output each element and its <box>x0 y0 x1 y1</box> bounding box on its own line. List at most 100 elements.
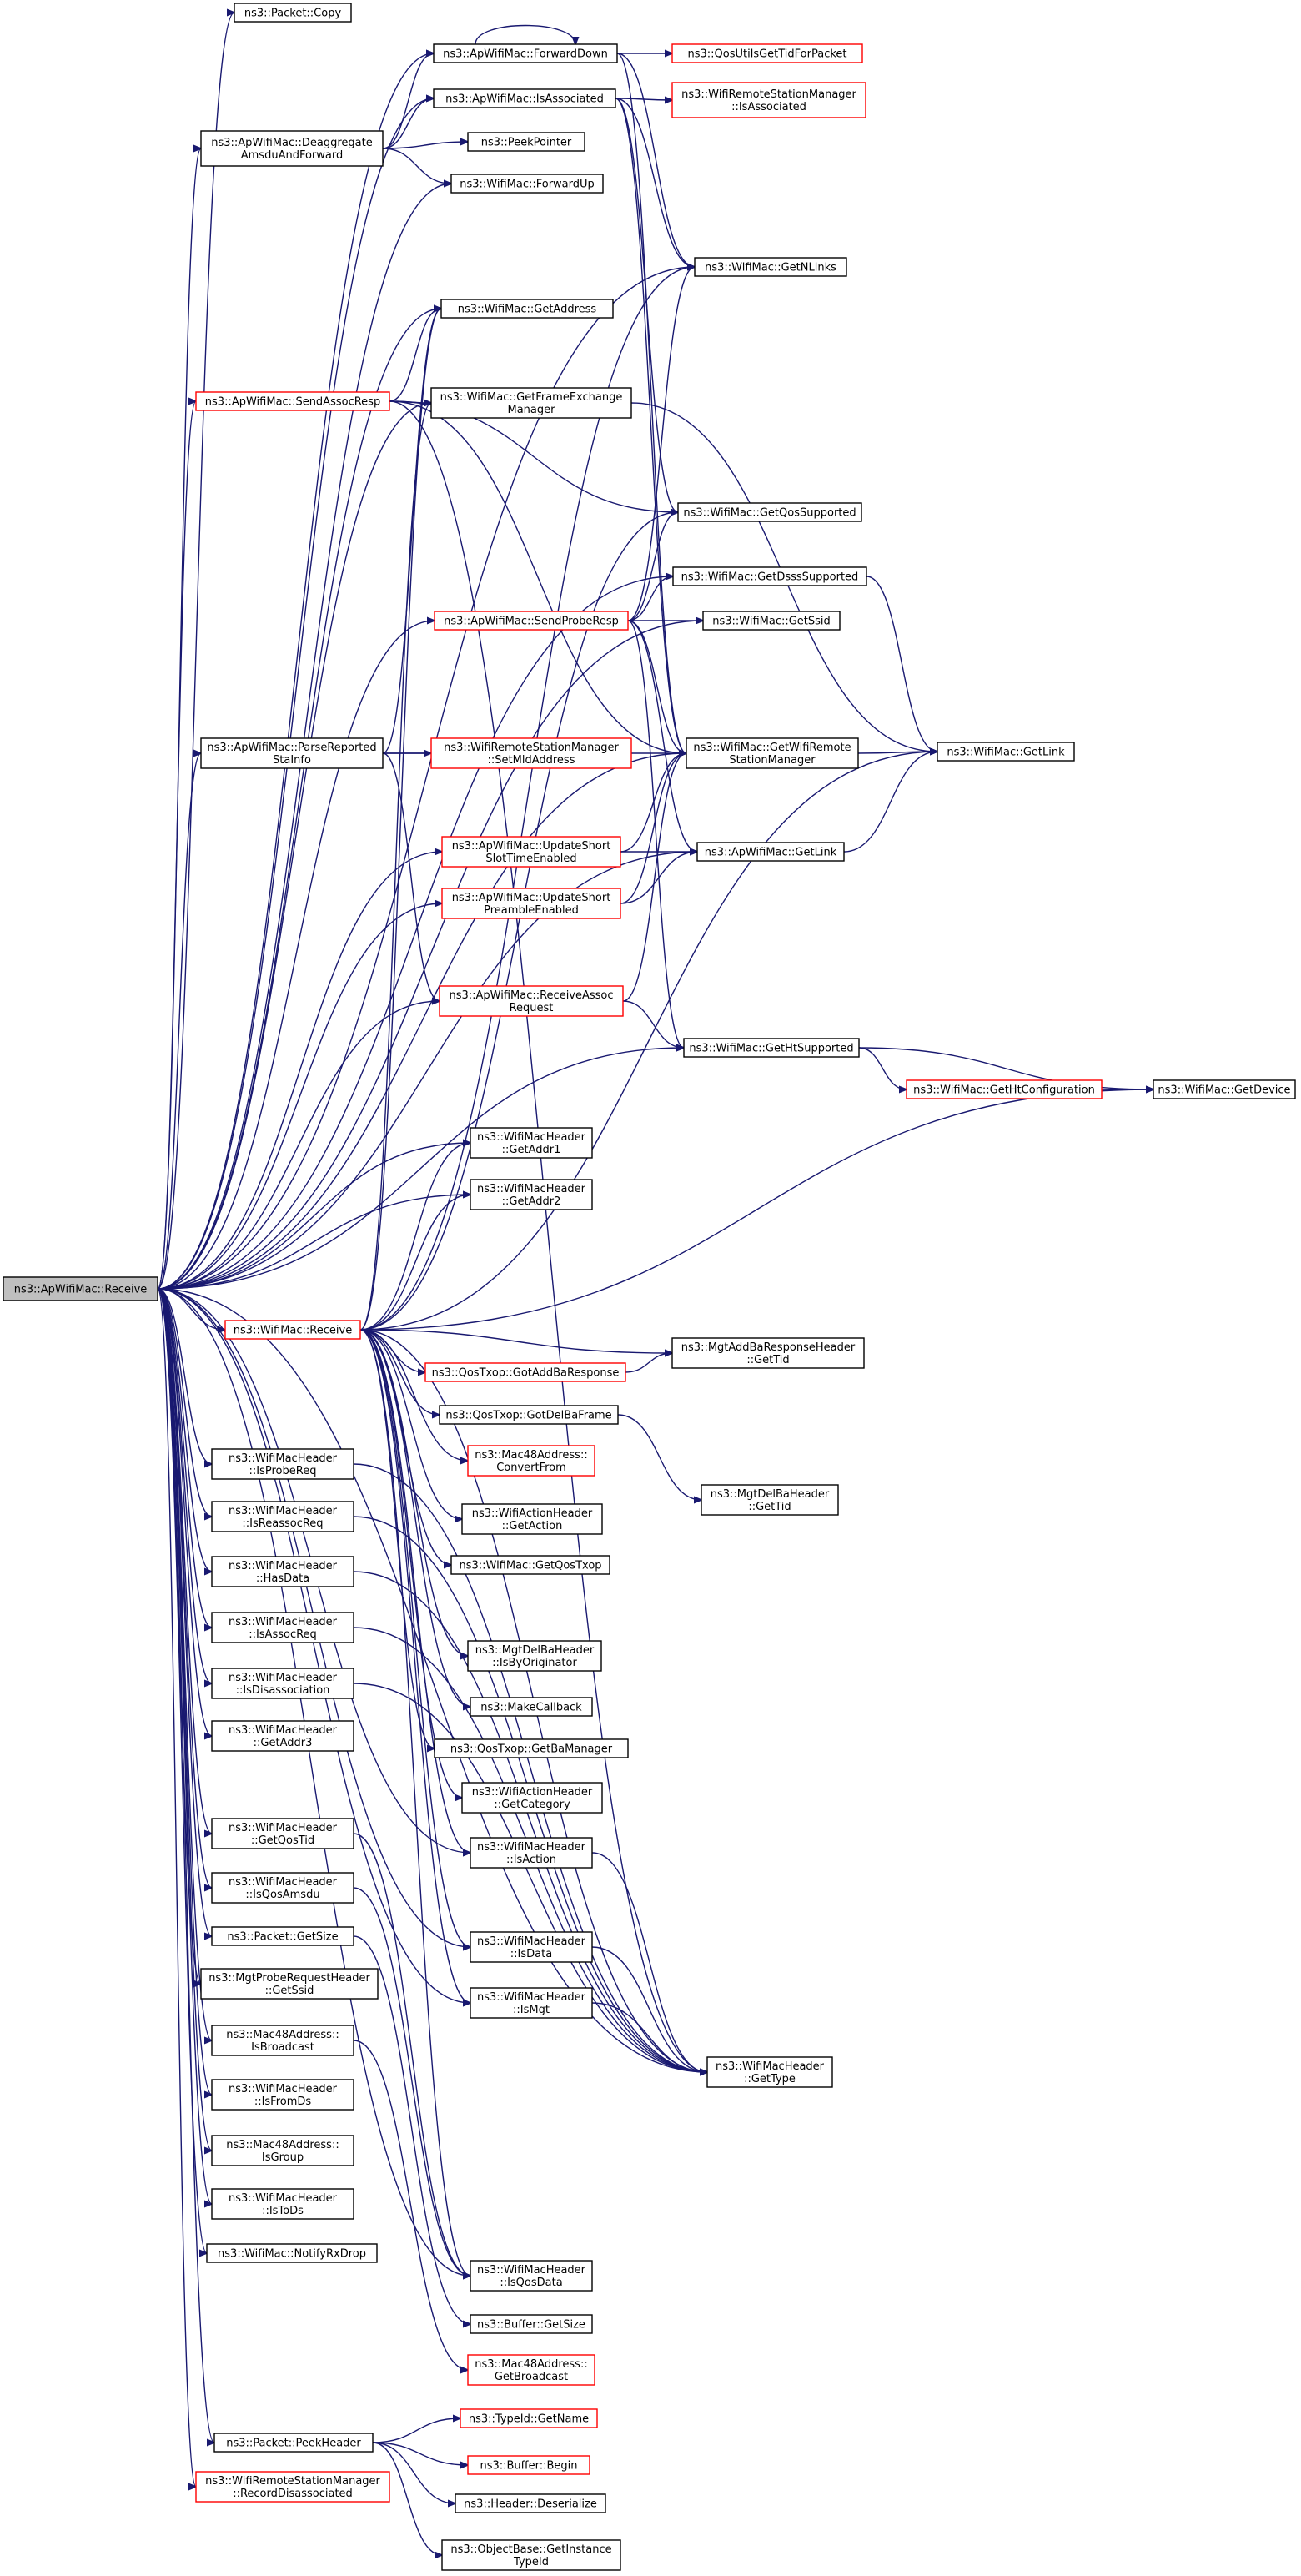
node-label: Manager <box>508 404 556 416</box>
node-is_disassociation[interactable]: ns3::WifiMacHeader::IsDisassociation <box>211 1668 354 1699</box>
edge-parse_reported-to-get_address <box>382 309 441 754</box>
node-peek_pointer[interactable]: ns3::PeekPointer <box>467 132 585 152</box>
edge-is_probe_req-to-get_type <box>353 1463 707 2072</box>
node-is_data[interactable]: ns3::WifiMacHeader::IsData <box>470 1931 593 1963</box>
node-label: ::IsData <box>510 1948 552 1960</box>
edge-wifimac_receive-to-is_mgt <box>359 1329 470 2003</box>
node-update_slot[interactable]: ns3::ApWifiMac::UpdateShortSlotTimeEnabl… <box>441 836 621 868</box>
node-get_broadcast[interactable]: ns3::Mac48Address::GetBroadcast <box>467 2354 595 2386</box>
node-label: ns3::ApWifiMac::IsAssociated <box>445 93 604 106</box>
node-send_assoc_resp[interactable]: ns3::ApWifiMac::SendAssocResp <box>195 391 390 411</box>
edge-receive_root-to-get_n_links <box>157 267 695 1290</box>
node-box <box>3 1276 158 1301</box>
node-action_get_action[interactable]: ns3::WifiActionHeader::GetAction <box>461 1503 603 1535</box>
node-get_addr1[interactable]: ns3::WifiMacHeader::GetAddr1 <box>470 1127 593 1159</box>
node-got_delba[interactable]: ns3::QosTxop::GotDelBaFrame <box>439 1405 619 1425</box>
node-buffer_begin[interactable]: ns3::Buffer::Begin <box>467 2455 590 2475</box>
node-wifimac_receive[interactable]: ns3::WifiMac::Receive <box>224 1320 361 1340</box>
node-is_to_ds[interactable]: ns3::WifiMacHeader::IsToDs <box>211 2188 354 2220</box>
node-box <box>211 1720 354 1752</box>
node-is_assoc_req[interactable]: ns3::WifiMacHeader::IsAssocReq <box>211 1612 354 1643</box>
node-packet_get_size[interactable]: ns3::Packet::GetSize <box>211 1926 354 1946</box>
node-has_data[interactable]: ns3::WifiMacHeader::HasData <box>211 1556 354 1587</box>
edge-deaggregate-to-forward_down <box>382 53 434 149</box>
node-box <box>450 1555 610 1575</box>
node-label: ::IsToDs <box>262 2205 304 2217</box>
node-is_reassoc_req[interactable]: ns3::WifiMacHeader::IsReassocReq <box>211 1501 354 1532</box>
node-box <box>470 1931 593 1963</box>
node-is_from_ds[interactable]: ns3::WifiMacHeader::IsFromDs <box>211 2079 354 2111</box>
node-send_probe_resp[interactable]: ns3::ApWifiMac::SendProbeResp <box>434 611 629 631</box>
node-get_category[interactable]: ns3::WifiActionHeader::GetCategory <box>461 1782 603 1814</box>
node-is_mgt[interactable]: ns3::WifiMacHeader::IsMgt <box>470 1987 593 2019</box>
node-label: ns3::WifiMacHeader <box>229 1452 338 1465</box>
node-get_type[interactable]: ns3::WifiMacHeader::GetType <box>706 2056 833 2088</box>
edge-wifimac_receive-to-get_addr1 <box>359 1143 470 1331</box>
node-is_group[interactable]: ns3::Mac48Address::IsGroup <box>211 2135 354 2166</box>
node-is_qos_data[interactable]: ns3::WifiMacHeader::IsQosData <box>470 2260 593 2292</box>
edge-receive_root-to-get_ht_supported <box>157 1048 684 1290</box>
node-label: ns3::ApWifiMac::Deaggregate <box>211 137 373 149</box>
node-typeid_get_name[interactable]: ns3::TypeId::GetName <box>460 2408 598 2428</box>
node-packet_copy[interactable]: ns3::Packet::Copy <box>234 3 352 23</box>
node-label: ns3::WifiRemoteStationManager <box>444 742 619 754</box>
node-get_address[interactable]: ns3::WifiMac::GetAddress <box>440 299 614 319</box>
node-label: ns3::Buffer::GetSize <box>477 2319 585 2332</box>
node-receive_root[interactable]: ns3::ApWifiMac::Receive <box>3 1276 158 1301</box>
node-ap_get_link[interactable]: ns3::ApWifiMac::GetLink <box>696 842 845 862</box>
node-addba_get_tid[interactable]: ns3::MgtAddBaResponseHeader::GetTid <box>671 1337 865 1369</box>
node-header_deserialize[interactable]: ns3::Header::Deserialize <box>455 2493 606 2513</box>
node-is_probe_req[interactable]: ns3::WifiMacHeader::IsProbeReq <box>211 1448 354 1480</box>
node-get_qos_tid[interactable]: ns3::WifiMacHeader::GetQosTid <box>211 1818 354 1849</box>
node-get_qos_supported[interactable]: ns3::WifiMac::GetQosSupported <box>677 502 862 522</box>
node-convert_from[interactable]: ns3::Mac48Address::ConvertFrom <box>467 1445 595 1477</box>
node-get_addr2[interactable]: ns3::WifiMacHeader::GetAddr2 <box>470 1179 593 1210</box>
node-wifimac_get_link[interactable]: ns3::WifiMac::GetLink <box>937 742 1075 762</box>
node-get_ba_manager[interactable]: ns3::QosTxop::GetBaManager <box>434 1738 629 1758</box>
node-label: ns3::WifiMac::GetWifiRemote <box>693 742 851 754</box>
edge-wifimac_receive-to-get_qos_supported <box>359 512 678 1331</box>
node-label: PreambleEnabled <box>484 904 579 917</box>
node-get_qos_txop[interactable]: ns3::WifiMac::GetQosTxop <box>450 1555 610 1575</box>
node-get_dsss_supported[interactable]: ns3::WifiMac::GetDsssSupported <box>672 566 867 586</box>
node-get_ht_config[interactable]: ns3::WifiMac::GetHtConfiguration <box>906 1079 1103 1099</box>
node-get_wifi_rsm[interactable]: ns3::WifiMac::GetWifiRemoteStationManage… <box>686 737 859 769</box>
node-forward_down[interactable]: ns3::ApWifiMac::ForwardDown <box>433 43 618 63</box>
node-peek_header[interactable]: ns3::Packet::PeekHeader <box>213 2433 374 2453</box>
node-qos_utils_get_tid[interactable]: ns3::QosUtilsGetTidForPacket <box>671 43 863 63</box>
node-get_ht_supported[interactable]: ns3::WifiMac::GetHtSupported <box>683 1038 860 1058</box>
node-deaggregate[interactable]: ns3::ApWifiMac::DeaggregateAmsduAndForwa… <box>200 130 384 167</box>
node-box <box>470 1697 593 1717</box>
node-get_device[interactable]: ns3::WifiMac::GetDevice <box>1153 1079 1296 1099</box>
node-notify_rx_drop[interactable]: ns3::WifiMac::NotifyRxDrop <box>206 2243 378 2263</box>
node-is_associated[interactable]: ns3::ApWifiMac::IsAssociated <box>433 88 616 108</box>
edge-got_delba-to-delba_get_tid <box>617 1414 701 1500</box>
node-get_ssid[interactable]: ns3::WifiMac::GetSsid <box>702 611 841 631</box>
node-is_broadcast[interactable]: ns3::Mac48Address::IsBroadcast <box>211 2025 354 2056</box>
node-get_n_links[interactable]: ns3::WifiMac::GetNLinks <box>694 257 847 277</box>
node-record_disassoc[interactable]: ns3::WifiRemoteStationManager::RecordDis… <box>195 2471 390 2503</box>
edge-wifimac_receive-to-is_action <box>359 1329 470 1853</box>
node-label: ns3::WifiMacHeader <box>229 1672 338 1684</box>
node-is_by_originator[interactable]: ns3::MgtDelBaHeader::IsByOriginator <box>467 1640 602 1672</box>
node-box <box>439 1405 619 1425</box>
node-got_addba_resp[interactable]: ns3::QosTxop::GotAddBaResponse <box>424 1362 626 1382</box>
edge-receive_root-to-forward_down <box>157 53 434 1290</box>
node-rsm_set_mld[interactable]: ns3::WifiRemoteStationManager::SetMldAdd… <box>430 737 632 769</box>
node-is_qos_amsdu[interactable]: ns3::WifiMacHeader::IsQosAmsdu <box>211 1872 354 1904</box>
node-is_action[interactable]: ns3::WifiMacHeader::IsAction <box>470 1837 593 1869</box>
node-rsm_is_associated[interactable]: ns3::WifiRemoteStationManager::IsAssocia… <box>671 82 866 118</box>
edge-forward_down-to-forward_down <box>475 24 575 45</box>
node-make_callback[interactable]: ns3::MakeCallback <box>470 1697 593 1717</box>
node-forward_up[interactable]: ns3::WifiMac::ForwardUp <box>450 174 604 194</box>
node-buffer_get_size[interactable]: ns3::Buffer::GetSize <box>470 2314 593 2334</box>
node-delba_get_tid[interactable]: ns3::MgtDelBaHeader::GetTid <box>701 1484 839 1516</box>
node-update_preamble[interactable]: ns3::ApWifiMac::UpdateShortPreambleEnabl… <box>441 888 621 919</box>
node-get_addr3[interactable]: ns3::WifiMacHeader::GetAddr3 <box>211 1720 354 1752</box>
node-probe_get_ssid[interactable]: ns3::MgtProbeRequestHeader::GetSsid <box>200 1968 379 2000</box>
node-label: ::IsReassocReq <box>242 1517 323 1530</box>
